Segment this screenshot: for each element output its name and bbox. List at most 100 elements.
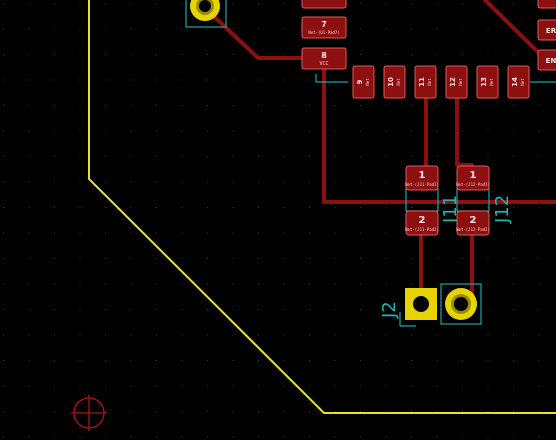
grid-dot (334, 79, 336, 81)
grid-dot (79, 258, 81, 259)
ic-pad-8[interactable]: 8 VCC (301, 47, 347, 70)
grid-dot (130, 360, 132, 361)
grid-dot (207, 258, 208, 259)
grid-dot (130, 232, 132, 234)
grid-dot (156, 3, 157, 4)
grid-dot (436, 283, 438, 285)
grid-dot (385, 258, 387, 259)
grid-dot (411, 385, 412, 387)
grid-dot (54, 283, 55, 285)
ic-pad-12[interactable]: 12 Net (445, 65, 468, 99)
ic-pad-top-partial[interactable] (301, 0, 347, 9)
ic-pad-right-top[interactable] (537, 0, 556, 9)
grid-dot (207, 79, 208, 81)
grid-dot (232, 411, 234, 412)
ic-pad-right-en[interactable]: EN (537, 49, 556, 71)
grid-dot (360, 436, 361, 438)
grid-dot (436, 385, 438, 387)
j11-pad-2[interactable]: 2 Net-(J11-Pad2) (405, 210, 439, 236)
ic-pad-right-er-label: ER (546, 27, 556, 35)
grid-dot (28, 207, 30, 208)
ic-pad-14[interactable]: 14 Net (507, 65, 530, 99)
grid-dot (411, 283, 412, 285)
grid-dot (181, 309, 183, 310)
j2-footprint[interactable]: J2 (379, 283, 482, 327)
ic-pad-10[interactable]: 10 Net (383, 65, 406, 99)
through-hole-pad-icon[interactable] (445, 288, 477, 320)
grid-dot (334, 232, 336, 234)
ic-pad-right-en-label: EN (546, 57, 556, 65)
grid-dot (156, 54, 157, 55)
grid-dot (28, 232, 30, 234)
grid-dot (54, 181, 55, 183)
grid-dot (411, 360, 412, 361)
grid-dot (156, 258, 157, 259)
j11-footprint[interactable]: 1 Net-(J11-Pad1) 2 Net-(J11-Pad2) J11 (405, 165, 461, 236)
grid-dot (538, 283, 540, 285)
j2-silkscreen-corner (399, 312, 416, 327)
grid-dot (207, 411, 208, 412)
grid-dot (79, 28, 81, 30)
grid-dot (79, 385, 81, 387)
track-vcc-down (322, 60, 556, 204)
grid-dot (334, 283, 336, 285)
grid-dot (156, 232, 157, 234)
j11-pad-1-net: Net-(J11-Pad1) (405, 182, 439, 187)
grid-dot (105, 3, 106, 4)
grid-dot (181, 28, 183, 30)
grid-dot (156, 385, 157, 387)
ic-pad-9[interactable]: 9 Net (352, 65, 375, 99)
grid-dot (79, 207, 81, 208)
ic-pad-7[interactable]: 7 Net-(U1-Pad7) (301, 16, 347, 39)
j11-pad-1[interactable]: 1 Net-(J11-Pad1) (405, 165, 439, 191)
j12-pad-1[interactable]: 1 Net-(J12-Pad1) (456, 165, 490, 191)
grid-dot (385, 54, 387, 55)
grid-dot (334, 130, 336, 132)
grid-dot (487, 28, 489, 30)
grid-dot (487, 283, 489, 285)
grid-dot (181, 258, 183, 259)
grid-dot (207, 28, 208, 30)
ic-pad-13[interactable]: 13 Net (476, 65, 499, 99)
grid-dot (258, 181, 259, 183)
grid-dot (79, 309, 81, 310)
grid-dot (487, 385, 489, 387)
grid-dot (411, 156, 412, 157)
grid-dot (309, 411, 310, 412)
grid-dot (487, 411, 489, 412)
grid-dot (309, 360, 310, 361)
grid-dot (105, 130, 106, 132)
grid-dot (411, 105, 412, 106)
grid-dot (360, 3, 361, 4)
grid-dot (181, 156, 183, 157)
grid-dot (334, 360, 336, 361)
grid-dot (283, 156, 285, 157)
grid-dot (156, 309, 157, 310)
j2-pin-1[interactable] (405, 288, 437, 320)
grid-dot (28, 385, 30, 387)
ic-pad-11[interactable]: 11 Net (414, 65, 437, 99)
ic-pad-right-er[interactable]: ER (537, 19, 556, 41)
through-hole-pad-icon[interactable] (185, 0, 227, 28)
grid-dot (3, 258, 4, 259)
grid-dot (283, 105, 285, 106)
grid-dot (54, 54, 55, 55)
j12-pad-2[interactable]: 2 Net-(J12-Pad2) (456, 210, 490, 236)
j12-footprint[interactable]: 1 Net-(J12-Pad1) 2 Net-(J12-Pad2) J12 (456, 165, 513, 236)
grid-dot (130, 258, 132, 259)
ic-pad-10-net: Net (396, 78, 401, 86)
grid-dot (385, 3, 387, 4)
grid-dot (283, 258, 285, 259)
grid-dot (79, 105, 81, 106)
grid-dot (232, 385, 234, 387)
grid-dot (360, 283, 361, 285)
grid-dot (436, 156, 438, 157)
pad-courtyard (185, 0, 227, 28)
grid-dot (3, 309, 4, 310)
grid-dot (411, 258, 412, 259)
ic-pad-8-number: 8 (321, 51, 327, 60)
grid-dot (181, 334, 183, 336)
grid-dot (54, 385, 55, 387)
grid-dot (54, 156, 55, 157)
